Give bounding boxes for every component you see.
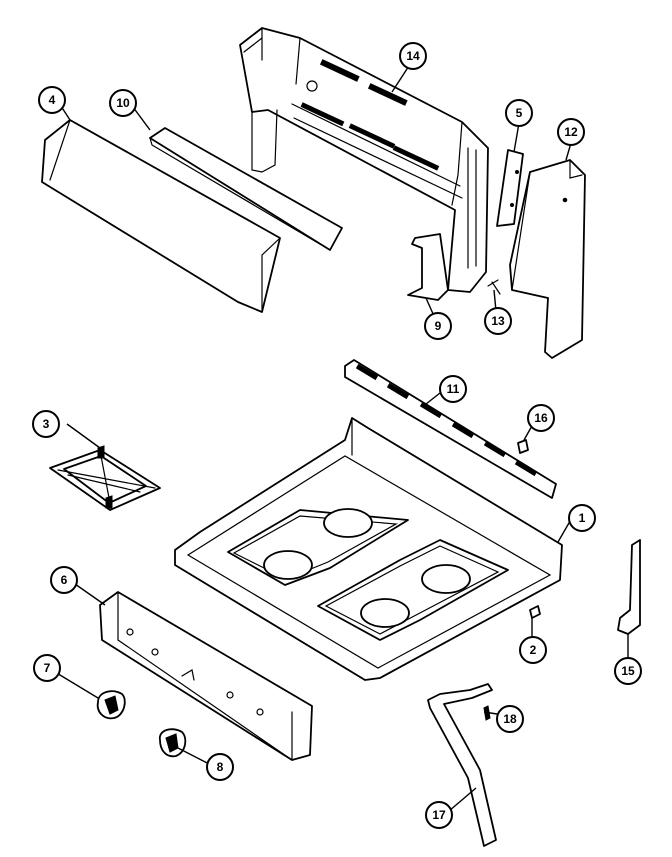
cooktop <box>174 417 563 681</box>
callout-15-label: 15 <box>621 664 635 678</box>
callout-2: 2 <box>519 636 547 664</box>
screw-13 <box>487 279 501 295</box>
knob-7 <box>96 690 126 720</box>
burner-grate <box>49 445 161 511</box>
end-cap-5 <box>496 149 524 227</box>
callout-8: 8 <box>206 753 234 781</box>
callout-3: 3 <box>32 410 60 438</box>
corner-trim <box>617 539 641 635</box>
callout-10-label: 10 <box>116 96 130 110</box>
callout-4: 4 <box>38 86 66 114</box>
bracket-9 <box>407 233 449 301</box>
callout-13: 13 <box>484 307 512 335</box>
callout-14: 14 <box>399 42 427 70</box>
callout-17: 17 <box>425 801 453 829</box>
callout-1: 1 <box>568 504 596 532</box>
callout-9: 9 <box>424 312 452 340</box>
callout-1-label: 1 <box>579 511 586 525</box>
callout-3-label: 3 <box>43 417 50 431</box>
backguard-frame <box>239 27 489 293</box>
callout-11-label: 11 <box>447 382 460 396</box>
callout-15: 15 <box>614 657 642 685</box>
callout-12-label: 12 <box>564 125 578 139</box>
callout-7-label: 7 <box>44 661 51 675</box>
callout-13-label: 13 <box>491 314 505 328</box>
bolt-2 <box>529 605 541 619</box>
callout-18-label: 18 <box>503 712 517 726</box>
callout-16: 16 <box>527 404 555 432</box>
callout-17-label: 17 <box>432 808 446 822</box>
callouts: 14 4 10 5 12 9 13 11 <box>32 42 642 829</box>
callout-8-label: 8 <box>217 760 224 774</box>
callout-14-label: 14 <box>406 49 420 63</box>
callout-16-label: 16 <box>534 411 548 425</box>
callout-12: 12 <box>557 118 585 146</box>
trim-strip <box>41 119 281 313</box>
callout-18: 18 <box>496 705 524 733</box>
callout-11: 11 <box>439 375 467 403</box>
callout-4-label: 4 <box>49 93 56 107</box>
callout-7: 7 <box>33 654 61 682</box>
callout-5-label: 5 <box>516 106 523 120</box>
knob-8 <box>159 728 187 758</box>
callout-2-label: 2 <box>530 643 537 657</box>
callout-9-label: 9 <box>435 319 442 333</box>
side-panel <box>509 159 586 359</box>
support-bar <box>149 127 343 251</box>
control-panel <box>99 591 313 761</box>
vent-panel <box>344 359 557 499</box>
callout-6: 6 <box>50 566 78 594</box>
callout-6-label: 6 <box>61 573 68 587</box>
clip-16 <box>517 439 529 454</box>
rod-17 <box>427 683 497 847</box>
callout-5: 5 <box>505 99 533 127</box>
callout-10: 10 <box>109 89 137 117</box>
